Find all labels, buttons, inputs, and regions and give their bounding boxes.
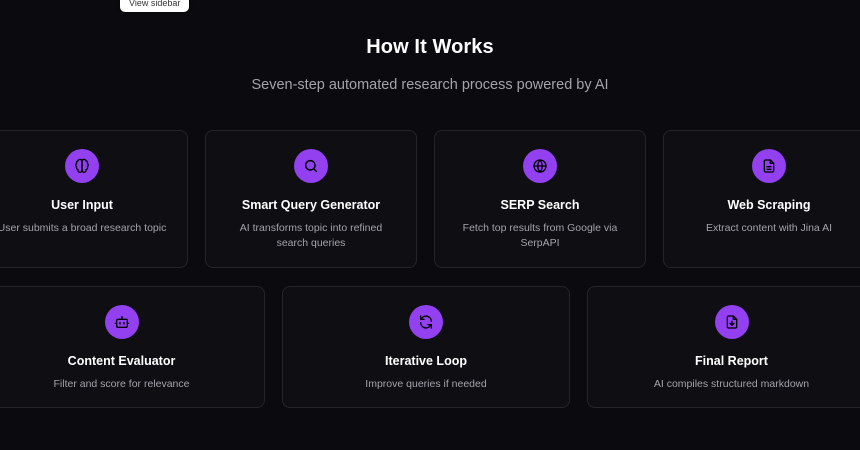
step-title: SERP Search — [500, 198, 580, 212]
file-download-icon — [714, 305, 749, 339]
step-card-serp-search: SERP Search Fetch top results from Googl… — [434, 130, 646, 268]
step-card-final-report: Final Report AI compiles structured mark… — [587, 286, 860, 408]
step-card-web-scraping: Web Scraping Extract content with Jina A… — [663, 130, 860, 268]
step-card-iterative-loop: Iterative Loop Improve queries if needed — [282, 286, 570, 408]
step-description: Extract content with Jina AI — [705, 222, 833, 234]
search-icon — [294, 149, 328, 183]
step-description: Filter and score for relevance — [53, 378, 190, 390]
step-title: Iterative Loop — [385, 354, 467, 368]
section-title: How It Works — [366, 36, 494, 58]
section-subtitle: Seven-step automated research process po… — [251, 77, 609, 93]
step-title: Web Scraping — [727, 198, 811, 212]
step-title: User Input — [51, 198, 113, 212]
step-description: Improve queries if needed — [365, 378, 487, 390]
brain-icon — [65, 149, 99, 183]
step-description: AI compiles structured markdown — [653, 378, 810, 390]
step-description: User submits a broad research topic — [0, 222, 167, 234]
step-description: Fetch top results from Google via SerpAP… — [462, 222, 618, 249]
sidebar-tooltip: View sidebar — [120, 0, 190, 12]
file-text-icon — [752, 149, 786, 183]
step-title: Content Evaluator — [67, 354, 176, 368]
step-title: Final Report — [695, 354, 768, 368]
step-description: AI transforms topic into refined search … — [239, 222, 383, 249]
step-card-content-evaluator: Content Evaluator Filter and score for r… — [0, 286, 265, 408]
step-card-user-input: User Input User submits a broad research… — [0, 130, 188, 268]
refresh-icon — [409, 305, 443, 339]
step-title: Smart Query Generator — [241, 198, 381, 212]
globe-icon — [523, 149, 557, 183]
bot-icon — [104, 305, 139, 339]
step-card-smart-query-generator: Smart Query Generator AI transforms topi… — [205, 130, 417, 268]
